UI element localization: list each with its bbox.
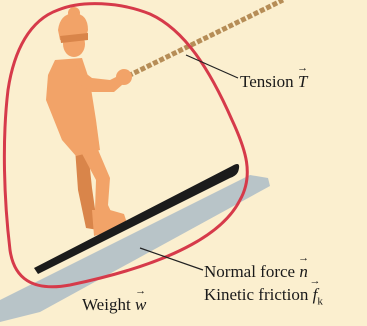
- friction-symbol-letter: f: [313, 285, 318, 304]
- tension-leader-line: [186, 55, 238, 78]
- weight-label-text: Weight: [82, 295, 135, 314]
- normal-symbol: →n: [299, 262, 308, 281]
- tension-label: Tension →T: [240, 73, 307, 90]
- weight-symbol-letter: w: [135, 295, 146, 314]
- vector-arrow-icon: →: [297, 63, 308, 74]
- tension-symbol-letter: T: [298, 72, 307, 91]
- friction-subscript: k: [317, 295, 323, 307]
- skier-figure: [46, 7, 132, 236]
- vector-arrow-icon: →: [298, 253, 309, 264]
- weight-label: Weight →w: [82, 296, 146, 313]
- kinetic-friction-label-text: Kinetic friction: [204, 285, 313, 304]
- tension-label-text: Tension: [240, 72, 298, 91]
- vector-arrow-icon: →: [309, 276, 320, 287]
- kinetic-friction-label: Kinetic friction →fk: [204, 286, 323, 307]
- tension-symbol: →T: [298, 72, 307, 91]
- normal-force-label: Normal force →n: [204, 263, 308, 280]
- normal-symbol-letter: n: [299, 262, 308, 281]
- weight-symbol: →w: [135, 295, 146, 314]
- normal-force-label-text: Normal force: [204, 262, 299, 281]
- friction-symbol: →f: [313, 285, 318, 304]
- vector-arrow-icon: →: [135, 286, 146, 297]
- normal-friction-leader-line: [140, 248, 203, 270]
- tow-rope: [128, 0, 283, 76]
